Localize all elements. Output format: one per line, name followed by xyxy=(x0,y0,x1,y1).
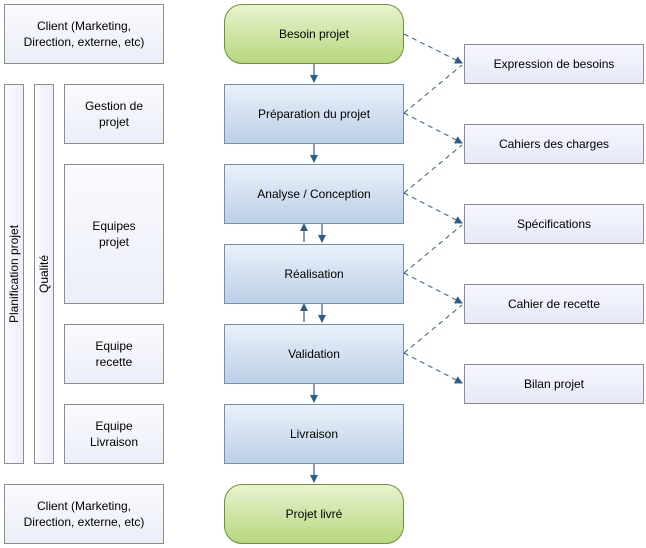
deliverable-cahiers-charges: Cahiers des charges xyxy=(464,124,644,164)
dashed-link-preparation-cahiers xyxy=(403,112,463,144)
dashed-link-validation-bilan xyxy=(403,352,463,384)
step-livraison: Livraison xyxy=(224,404,404,464)
step-besoin-projet: Besoin projet xyxy=(224,4,404,64)
step-validation: Validation xyxy=(224,324,404,384)
step-realisation: Réalisation xyxy=(224,244,404,304)
dashed-link-start-expression xyxy=(403,33,463,64)
client-box-bottom: Client (Marketing, Direction, externe, e… xyxy=(4,484,164,544)
step-preparation: Préparation du projet xyxy=(224,84,404,144)
dashed-link-realisation-cahier-recette xyxy=(403,272,463,304)
planification-bar: Planification projet xyxy=(4,84,24,464)
step-projet-livre: Projet livré xyxy=(224,484,404,544)
qualite-bar: Qualité xyxy=(34,84,54,464)
dashed-link-preparation-expression xyxy=(403,64,463,114)
deliverable-bilan-projet: Bilan projet xyxy=(464,364,644,404)
deliverable-specifications: Spécifications xyxy=(464,204,644,244)
planification-label: Planification projet xyxy=(7,224,21,324)
step-analyse-conception: Analyse / Conception xyxy=(224,164,404,224)
team-equipe-recette: Equipe recette xyxy=(64,324,164,384)
team-equipes-projet: Equipes projet xyxy=(64,164,164,304)
deliverable-expression-besoins: Expression de besoins xyxy=(464,44,644,84)
dashed-link-analyse-specifications xyxy=(403,192,463,224)
client-box-top: Client (Marketing, Direction, externe, e… xyxy=(4,4,164,64)
qualite-label: Qualité xyxy=(37,254,51,294)
dashed-link-realisation-specifications xyxy=(403,224,463,274)
dashed-link-analyse-cahiers xyxy=(403,144,463,194)
team-equipe-livraison: Equipe Livraison xyxy=(64,404,164,464)
team-gestion-projet: Gestion de projet xyxy=(64,84,164,144)
deliverable-cahier-recette: Cahier de recette xyxy=(464,284,644,324)
dashed-link-validation-cahier-recette xyxy=(403,304,463,354)
